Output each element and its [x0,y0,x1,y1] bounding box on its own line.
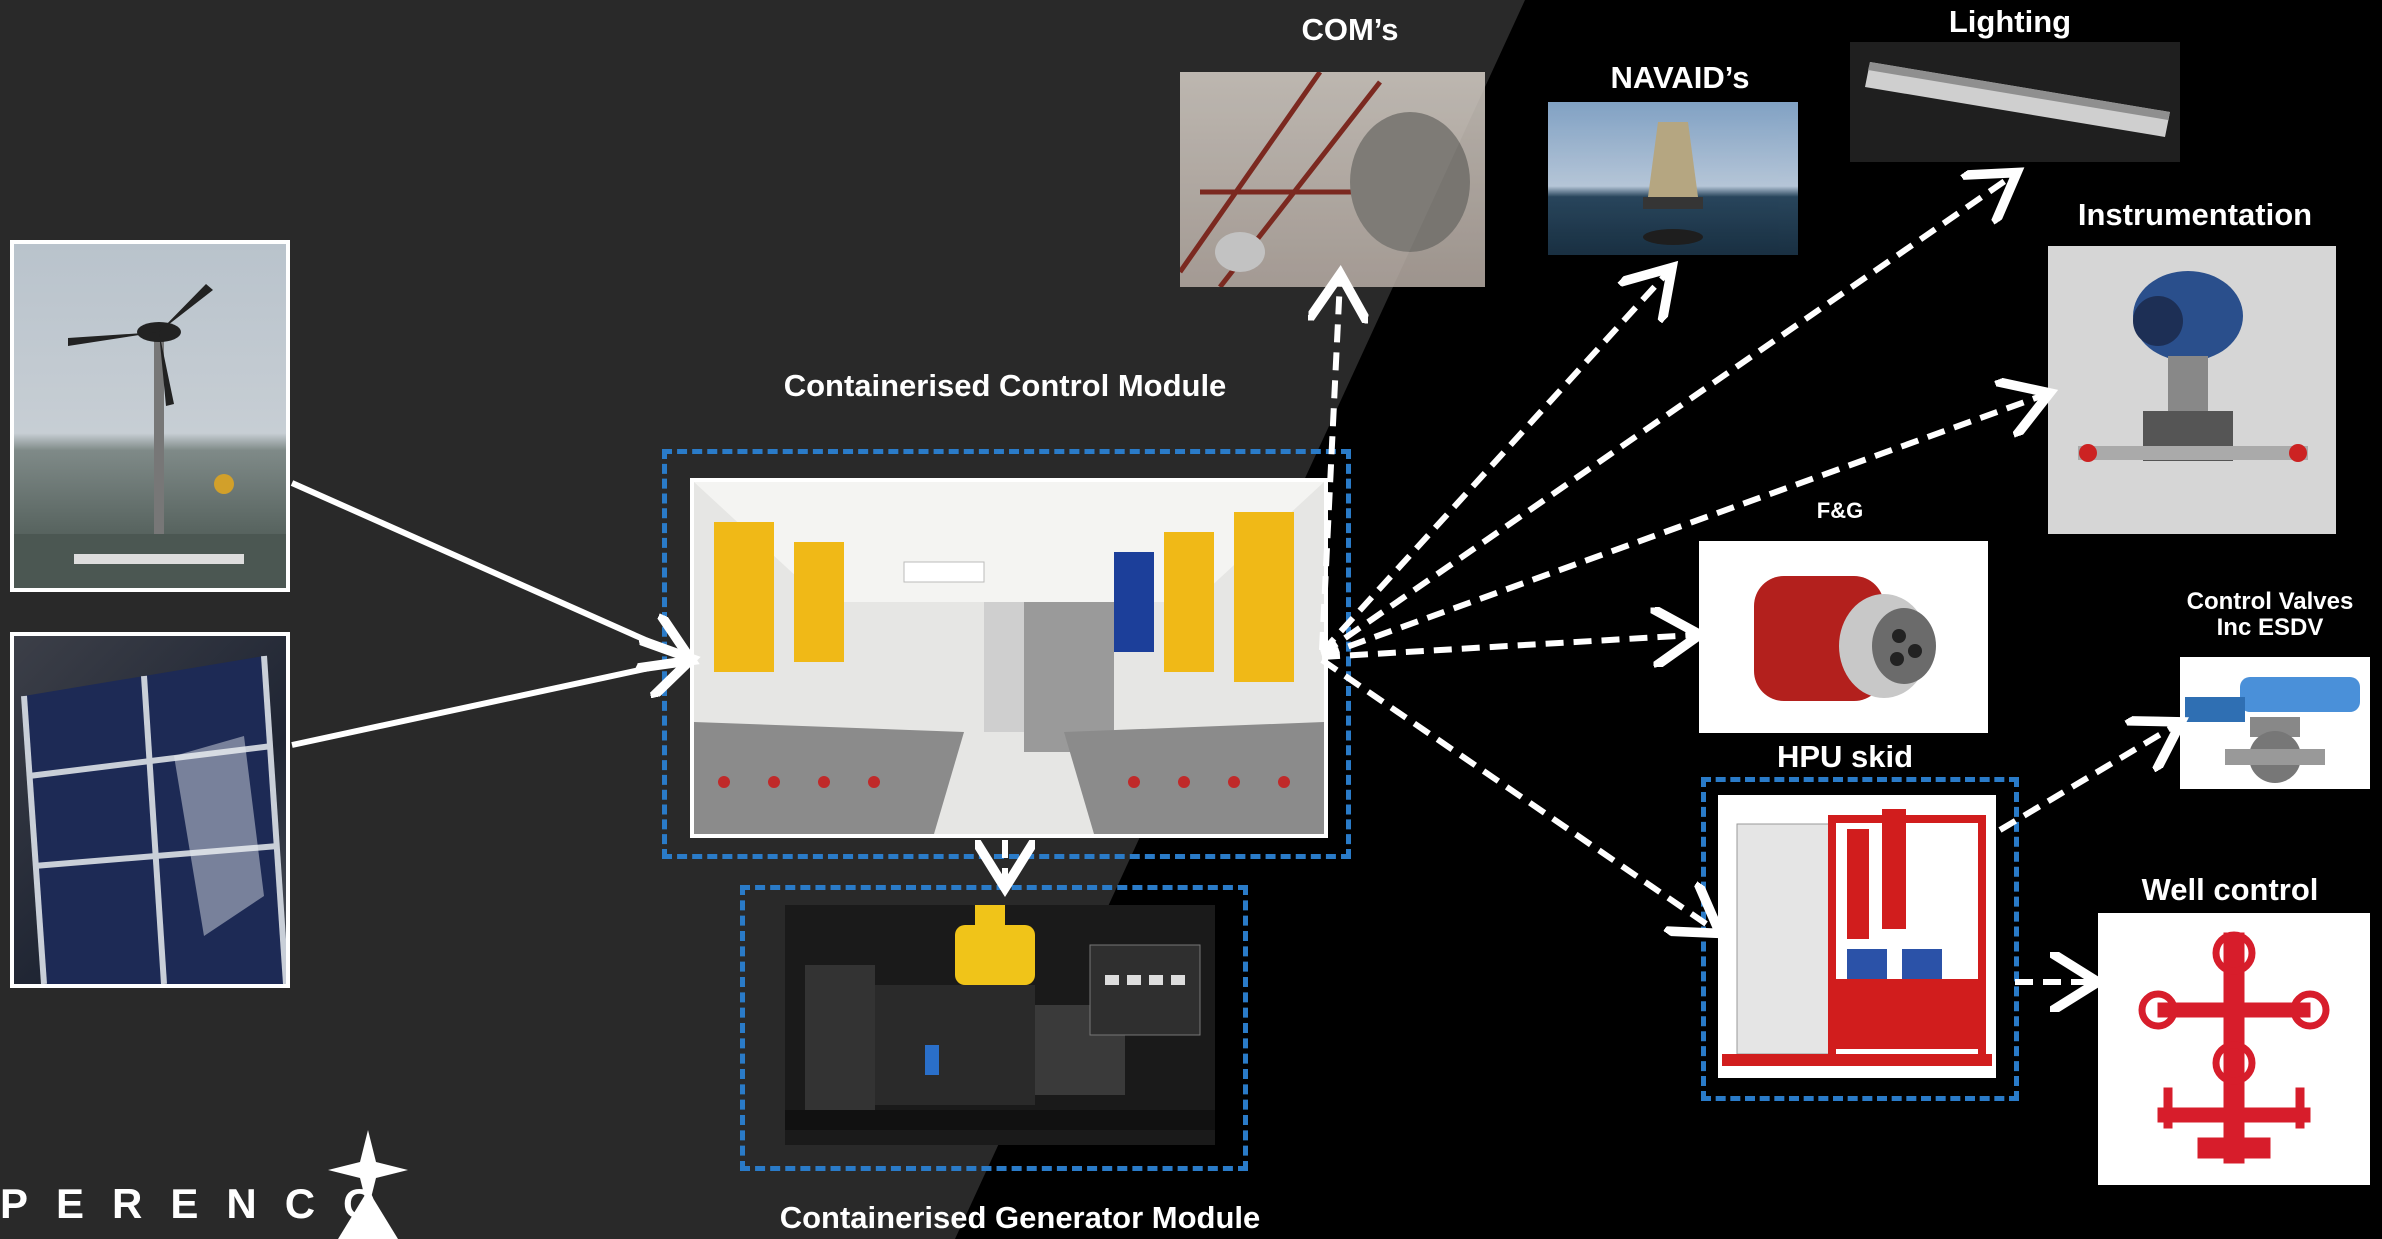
control-valves-photo [2180,657,2370,789]
coms-label: COM’s [1301,12,1399,47]
arrow-hpu-to-valves [1998,725,2176,833]
control-module-label: Containerised Control Module [783,368,1227,403]
hpu-skid-label: HPU skid [1776,739,1914,774]
navaids-photo [1548,102,1798,255]
instrumentation-label: Instrumentation [2077,197,2313,232]
control-valves-label-line2: Inc ESDV [2216,614,2324,641]
arrow-solar-to-control [291,660,686,748]
hpu-skid-photo [1718,795,1996,1078]
fg-photo [1699,541,1988,733]
arrow-wind-to-control [290,480,686,658]
instrumentation-photo [2048,246,2336,534]
wind-turbine-photo [10,240,290,592]
generator-module-photo [785,905,1215,1145]
fg-label: F&G [1816,498,1864,523]
arrow-to-navaids [1319,272,1668,655]
generator-module-label: Containerised Generator Module [779,1200,1261,1235]
lighting-photo [1850,42,2180,162]
hpu-skid-dashed-box [1701,777,2019,1101]
navaids-label: NAVAID’s [1610,60,1750,95]
arrow-to-instrumentation [1320,395,2044,659]
coms-photo [1180,72,1485,287]
well-control-photo [2098,913,2370,1185]
solar-panel-photo [10,632,290,988]
arrow-to-fg [1321,635,1694,657]
lighting-label: Lighting [1948,4,2072,39]
arrow-to-coms [1322,280,1340,651]
arrow-to-lighting [1320,176,2012,657]
control-valves-label-line1: Control Valves [2186,588,2354,615]
perenco-logo-text: PERENCO [0,1180,404,1227]
well-control-label: Well control [2141,872,2319,907]
perenco-star-logo-icon [328,1130,408,1239]
arrow-to-hpu [1320,657,1715,930]
